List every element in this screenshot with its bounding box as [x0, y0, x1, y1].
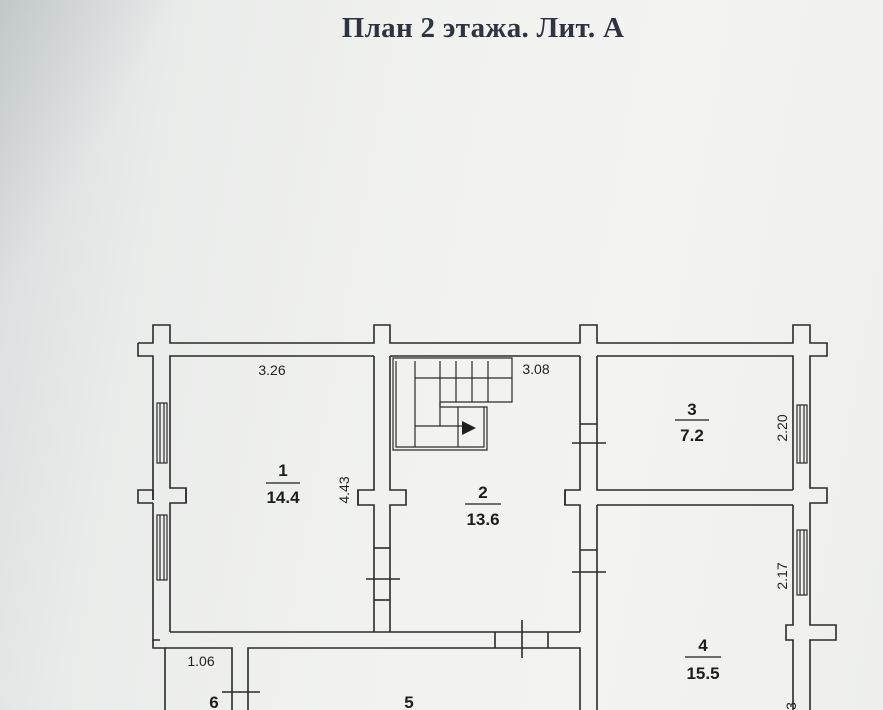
room-number: 1: [278, 461, 287, 480]
room-1-label: 1 14.4: [266, 461, 300, 507]
window-left-upper: [156, 402, 168, 464]
dimension-room1-width: 3.26: [258, 362, 285, 378]
outer-wall-right: [785, 365, 837, 710]
staircase: [392, 357, 513, 451]
room-number: 4: [698, 636, 708, 655]
room-area: 7.2: [680, 426, 704, 445]
room-number: 3: [687, 400, 696, 419]
outer-wall-top: [137, 324, 828, 500]
wall-bottom-rooms12: [165, 620, 598, 710]
room-2-label: 2 13.6: [465, 483, 501, 529]
dimension-room4-height: 2.17: [774, 562, 790, 589]
wall-room1-room2: [357, 356, 407, 632]
plan-title: План 2 этажа. Лит. А: [341, 12, 625, 44]
room-4-label: 4 15.5: [685, 636, 721, 683]
dimension-room4-partial: 3: [783, 702, 799, 710]
window-left-lower: [156, 514, 168, 581]
room-5-number: 5: [404, 693, 413, 710]
room-area: 14.4: [266, 488, 300, 507]
wall-room2-room34: [564, 356, 793, 632]
room-area: 15.5: [686, 664, 719, 683]
room-6-number: 6: [209, 693, 218, 710]
dimension-room2-width: 3.08: [522, 361, 549, 377]
room-3-label: 3 7.2: [675, 400, 709, 445]
room-area: 13.6: [466, 510, 499, 529]
window-right-upper: [796, 404, 808, 464]
dimension-room1-height: 4.43: [336, 476, 352, 503]
dimension-room6-width: 1.06: [187, 653, 214, 669]
window-right-lower: [796, 529, 808, 596]
dimension-room3-height: 2.20: [774, 414, 790, 441]
stair-arrow-icon: [462, 421, 476, 435]
room-number: 2: [478, 483, 487, 502]
outer-wall-left: [137, 365, 187, 710]
